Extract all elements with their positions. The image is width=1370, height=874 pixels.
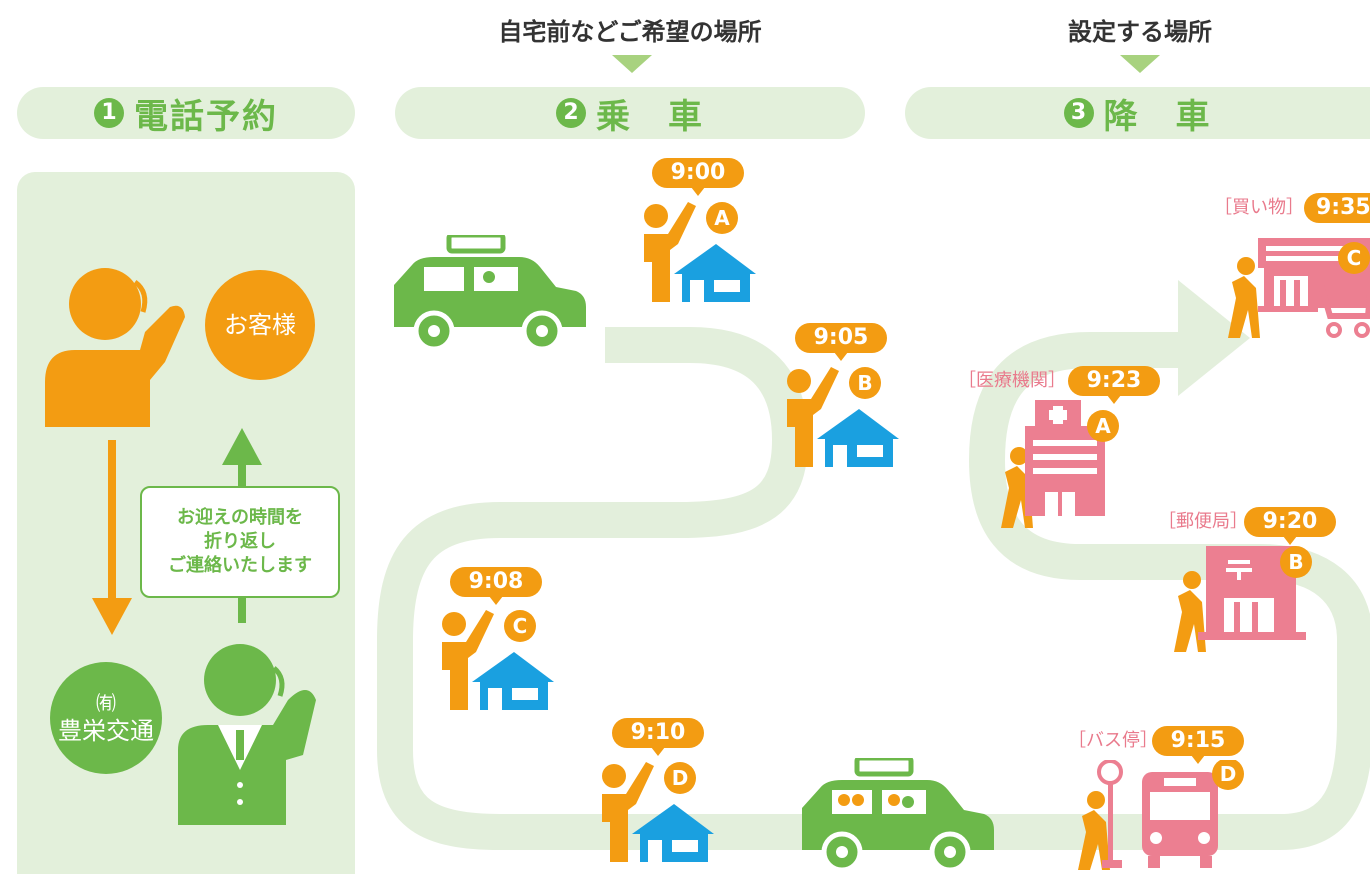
company-type-label: ㈲ bbox=[96, 690, 116, 715]
dropoff-place-tag: ［郵便局］ bbox=[1158, 511, 1248, 532]
customer-circle: お客様 bbox=[205, 270, 315, 380]
pickup-b-person-house-icon: B bbox=[787, 367, 899, 467]
hospital-icon: A bbox=[1001, 400, 1119, 528]
customer-label: お客様 bbox=[224, 311, 296, 339]
step-label: 電話予約 bbox=[134, 96, 278, 137]
dropoff-place-tag: ［バス停］ bbox=[1068, 730, 1158, 751]
step-boarding: 2 乗 車 bbox=[395, 87, 865, 139]
step-alighting: 3 降 車 bbox=[905, 87, 1370, 139]
company-circle: ㈲ 豊栄交通 bbox=[50, 662, 162, 774]
dropoff-letter: D bbox=[1220, 762, 1237, 786]
dropoff-letter: A bbox=[1095, 414, 1111, 438]
callback-line: お迎えの時間を bbox=[177, 506, 303, 528]
step-phone-reservation: 1 電話予約 bbox=[17, 87, 355, 139]
dropoff-letter: B bbox=[1288, 550, 1303, 574]
dropoff-note-arrow-icon bbox=[1120, 55, 1160, 73]
step-label: 乗 車 bbox=[596, 96, 704, 137]
dropoff-letter: C bbox=[1347, 246, 1362, 270]
pickup-letter: A bbox=[714, 206, 730, 230]
dropoff-place-tag: ［医療機関］ bbox=[958, 370, 1066, 391]
shopping-store-icon: C bbox=[1228, 238, 1370, 338]
step-label: 降 車 bbox=[1103, 96, 1212, 137]
step-number: 1 bbox=[94, 98, 124, 128]
pickup-note: 自宅前などご希望の場所 bbox=[498, 18, 762, 46]
pickup-time-badge: 9:00 bbox=[652, 158, 744, 196]
pickup-d-person-house-icon: D bbox=[602, 762, 714, 862]
taxi-empty-icon bbox=[394, 235, 586, 352]
operator-phone-person-icon bbox=[178, 644, 316, 825]
dropoff-time-badge: 9:35 bbox=[1304, 193, 1370, 223]
customer-phone-person-icon bbox=[45, 268, 185, 427]
pickup-letter: D bbox=[672, 766, 689, 790]
post-office-icon: B bbox=[1174, 546, 1312, 652]
dropoff-time-badge: 9:20 bbox=[1244, 507, 1336, 545]
dropoff-place-tag: ［買い物］ bbox=[1214, 197, 1304, 218]
pickup-letter: C bbox=[513, 614, 528, 638]
pickup-note-arrow-icon bbox=[612, 55, 652, 73]
arrow-down-icon bbox=[92, 440, 132, 635]
step-number: 2 bbox=[556, 98, 586, 128]
dropoff-time-badge: 9:23 bbox=[1068, 366, 1160, 404]
dropoff-time-badge: 9:15 bbox=[1152, 726, 1244, 764]
step-number: 3 bbox=[1063, 98, 1094, 128]
callback-line: 折り返し bbox=[204, 530, 276, 552]
pickup-time-badge: 9:05 bbox=[795, 323, 887, 361]
callback-line: ご連絡いたします bbox=[168, 555, 312, 577]
pickup-time-badge: 9:10 bbox=[612, 718, 704, 756]
pickup-letter: B bbox=[857, 371, 872, 395]
dropoff-note: 設定する場所 bbox=[1068, 18, 1212, 46]
pickup-a-person-house-icon: A bbox=[644, 202, 756, 302]
pickup-c-person-house-icon: C bbox=[442, 610, 554, 710]
callback-message: お迎えの時間を 折り返し ご連絡いたします bbox=[140, 486, 340, 598]
company-name-label: 豊栄交通 bbox=[58, 716, 154, 745]
taxi-full-icon bbox=[802, 758, 994, 870]
bus-stop-icon: D bbox=[1078, 760, 1244, 870]
pickup-time-badge: 9:08 bbox=[450, 567, 542, 605]
